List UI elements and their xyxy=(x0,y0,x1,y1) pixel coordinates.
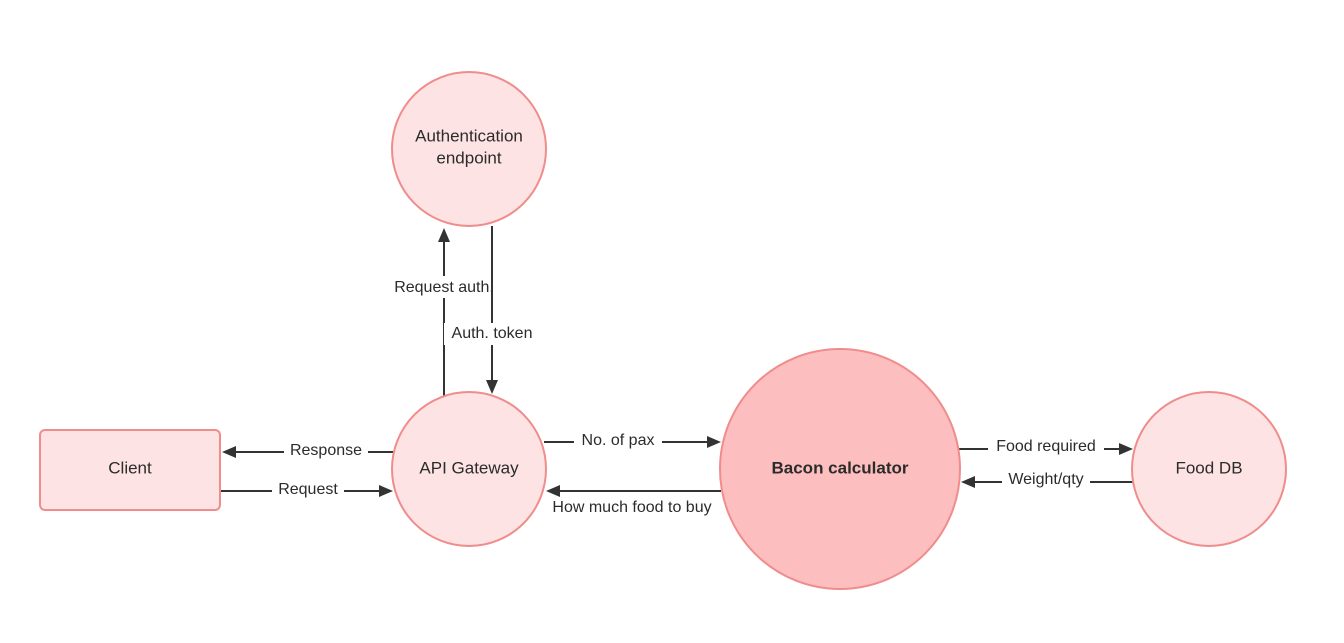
node-authentication-endpoint-circle xyxy=(391,71,547,227)
edge-request-auth: Request auth. xyxy=(386,228,502,396)
edge-response-label-bg xyxy=(284,440,368,462)
node-client-label: Client xyxy=(108,458,152,477)
edge-auth-token-label-bg xyxy=(444,323,540,345)
edge-request-auth-label: Request auth. xyxy=(394,279,494,296)
edge-how-much-food: How much food to buy xyxy=(546,485,721,516)
node-bacon-calculator-circle xyxy=(719,348,961,590)
edge-request-arrowhead xyxy=(379,485,393,497)
edge-auth-token-arrowhead xyxy=(486,380,498,394)
node-bacon-calculator-label: Bacon calculator xyxy=(772,458,909,477)
edge-request-auth-arrowhead xyxy=(438,228,450,242)
edge-how-much-food-arrowhead xyxy=(546,485,560,497)
edge-how-much-food-label: How much food to buy xyxy=(552,499,711,516)
edge-request: Request xyxy=(221,479,393,501)
node-client-box xyxy=(39,429,221,511)
edge-no-of-pax-arrowhead xyxy=(707,436,721,448)
edge-food-required-label: Food required xyxy=(996,438,1096,455)
edge-request-label-bg xyxy=(272,479,344,501)
node-authentication-endpoint-label-line2: endpoint xyxy=(436,148,502,167)
node-api-gateway-circle xyxy=(391,391,547,547)
node-food-db-circle xyxy=(1131,391,1287,547)
edge-weight-qty-label-bg xyxy=(1002,469,1090,491)
node-api-gateway-label: API Gateway xyxy=(419,458,519,477)
edge-food-required-label-bg xyxy=(988,436,1104,458)
edge-weight-qty: Weight/qty xyxy=(961,469,1133,491)
node-food-db-label: Food DB xyxy=(1175,458,1242,477)
node-food-db[interactable]: Food DB xyxy=(1131,391,1287,547)
node-bacon-calculator[interactable]: Bacon calculator xyxy=(719,348,961,590)
node-api-gateway[interactable]: API Gateway xyxy=(391,391,547,547)
edge-request-auth-label-bg xyxy=(386,276,502,298)
edge-no-of-pax-label: No. of pax xyxy=(582,432,655,449)
edge-response: Response xyxy=(222,440,394,462)
node-client[interactable]: Client xyxy=(39,429,221,511)
edge-no-of-pax: No. of pax xyxy=(544,430,721,452)
edge-food-required-arrowhead xyxy=(1119,443,1133,455)
edge-request-label: Request xyxy=(278,481,338,498)
edge-no-of-pax-label-bg xyxy=(574,430,662,452)
node-authentication-endpoint-label-line1: Authentication xyxy=(415,126,523,145)
edge-food-required: Food required xyxy=(959,436,1133,458)
edge-response-arrowhead xyxy=(222,446,236,458)
edge-weight-qty-arrowhead xyxy=(961,476,975,488)
edge-auth-token-label: Auth. token xyxy=(452,325,533,342)
edge-response-label: Response xyxy=(290,442,362,459)
node-authentication-endpoint[interactable]: Authentication endpoint xyxy=(391,71,547,227)
edge-auth-token: Auth. token xyxy=(444,226,540,394)
edge-weight-qty-label: Weight/qty xyxy=(1008,471,1083,488)
